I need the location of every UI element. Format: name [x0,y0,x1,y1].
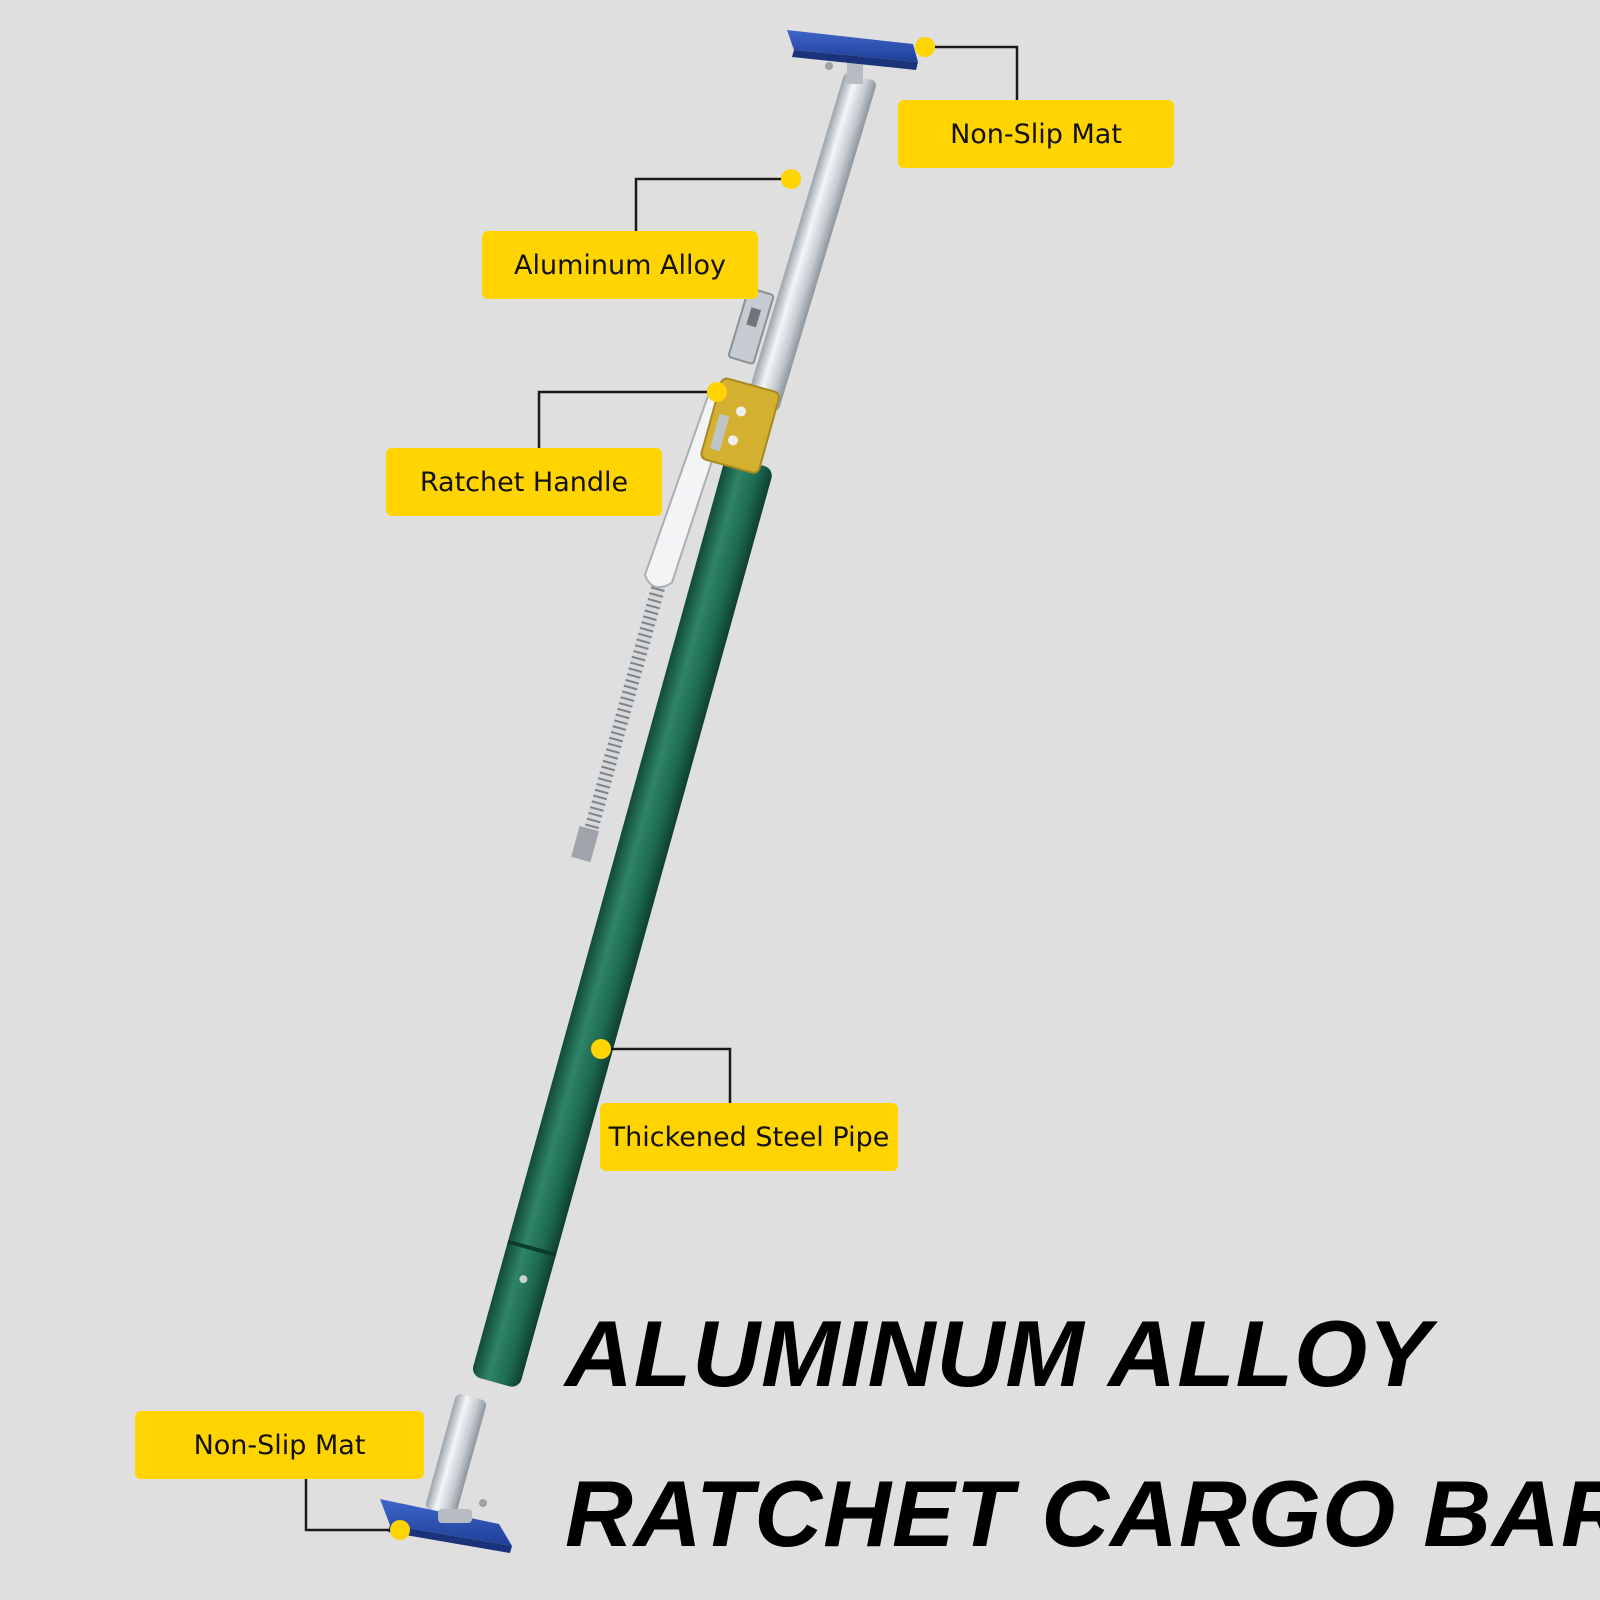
callout-dot-bottom-mat [390,1520,410,1540]
ratchet-clamp-block [700,377,780,474]
callout-aluminum-alloy: Aluminum Alloy [482,231,758,299]
callout-bottom-non-slip-mat: Non-Slip Mat [135,1411,424,1479]
top-aluminum-tube [747,73,876,411]
bottom-aluminum-tube [425,1394,487,1516]
headline-line-2: RATCHET CARGO BAR [565,1461,1600,1566]
callout-top-non-slip-mat: Non-Slip Mat [898,100,1174,168]
bottom-non-slip-mat [380,1499,512,1553]
headline-line-1: ALUMINUM ALLOY [565,1301,1432,1406]
ratchet-mechanism [728,287,775,365]
callout-dots [390,37,935,1540]
callout-dot-ratchet [707,382,727,402]
steel-pipe [473,457,772,1387]
callout-dot-steel [591,1039,611,1059]
top-non-slip-mat [787,30,918,84]
leader-lines [304,45,1019,1532]
callout-dot-top-mat [915,37,935,57]
callout-ratchet-handle: Ratchet Handle [386,448,662,516]
callout-thickened-steel-pipe: Thickened Steel Pipe [600,1103,898,1171]
callout-dot-aluminum [781,169,801,189]
